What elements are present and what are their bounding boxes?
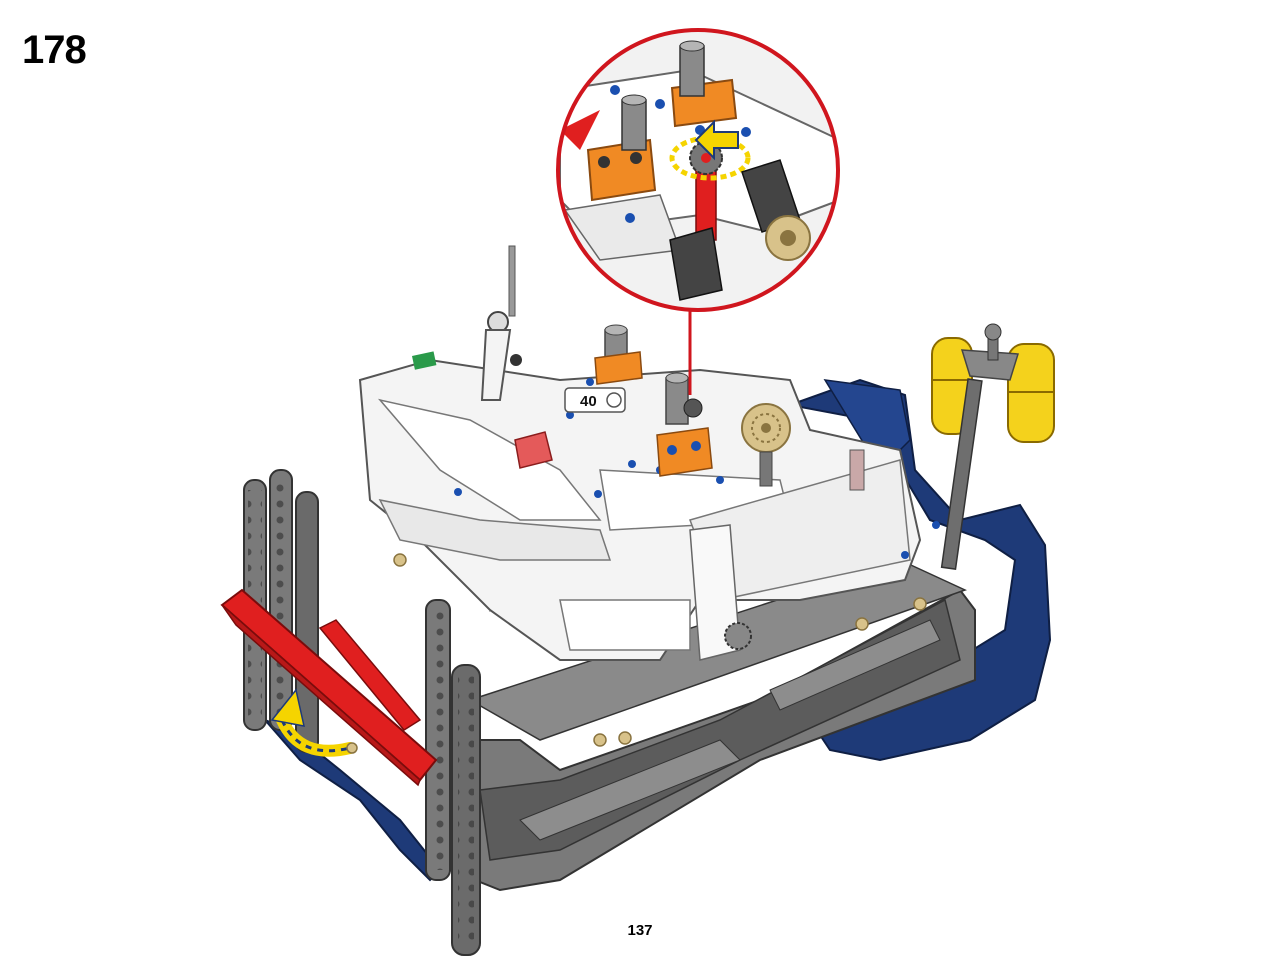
numbered-tile: 40 [564,387,626,413]
detail-callout [556,28,840,312]
yellow-floats [931,323,1055,570]
bushings [346,553,927,754]
orange-connectors [594,324,865,491]
step-number: 178 [22,28,87,72]
mast [411,245,553,469]
part-label: 40 [580,393,597,410]
model-assembly: 40 [220,245,1055,956]
insert-arrow-icon [694,119,739,161]
rotation-arrow-icon [270,688,356,757]
page-number: 137 [627,922,653,939]
red-bumper [220,588,438,787]
gears [683,398,791,650]
